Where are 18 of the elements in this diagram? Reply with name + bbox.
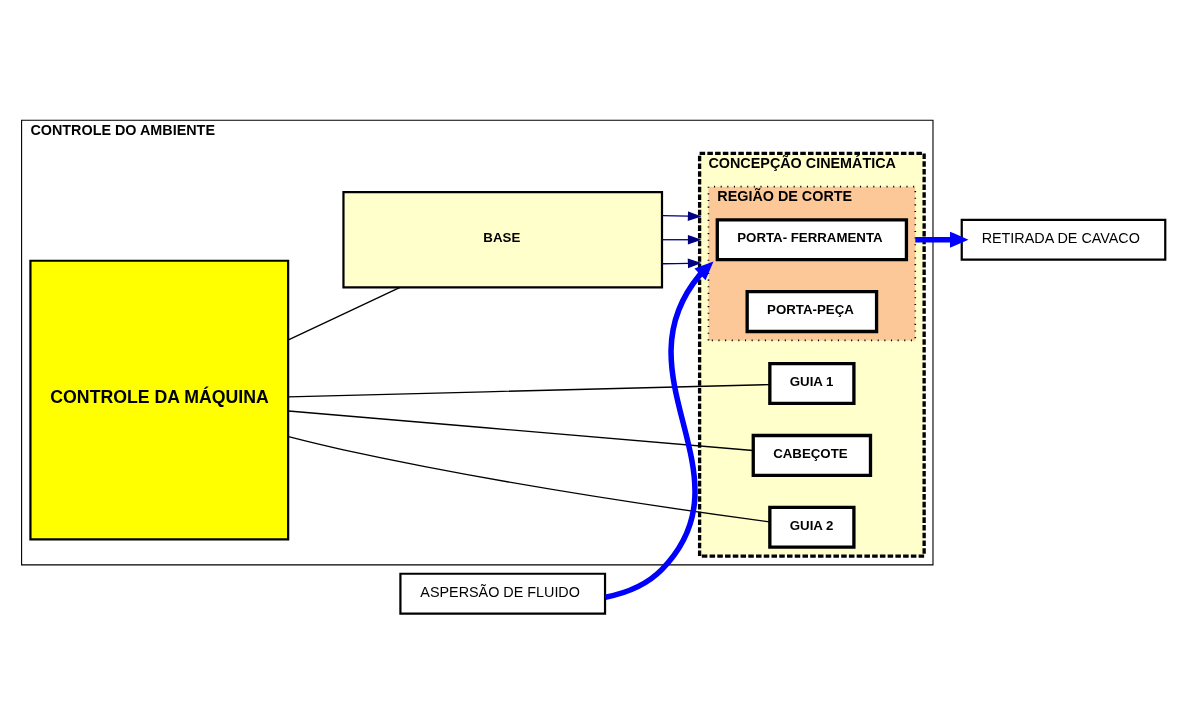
node-box: BASE (342, 191, 664, 289)
node-box: CONTROLE DA MÁQUINA (29, 259, 290, 541)
connector (287, 436, 771, 523)
arrow (604, 261, 714, 600)
node-box: ASPERSÃO DE FLUIDO (399, 572, 607, 615)
connector (287, 410, 754, 452)
node-box: CABEÇOTE (751, 433, 873, 477)
node-box: GUIA 2 (768, 505, 856, 549)
node-box: PORTA-PEÇA (745, 290, 879, 334)
node-box: PORTA- FERRAMENTA (715, 218, 909, 262)
arrow (661, 211, 702, 221)
arrow (661, 258, 702, 269)
node-box: RETIRADA DE CAVACO (960, 218, 1167, 261)
connector (287, 383, 771, 398)
arrow (661, 234, 702, 245)
node-box: GUIA 1 (768, 361, 856, 406)
connector (287, 286, 401, 341)
arrow (915, 231, 969, 248)
